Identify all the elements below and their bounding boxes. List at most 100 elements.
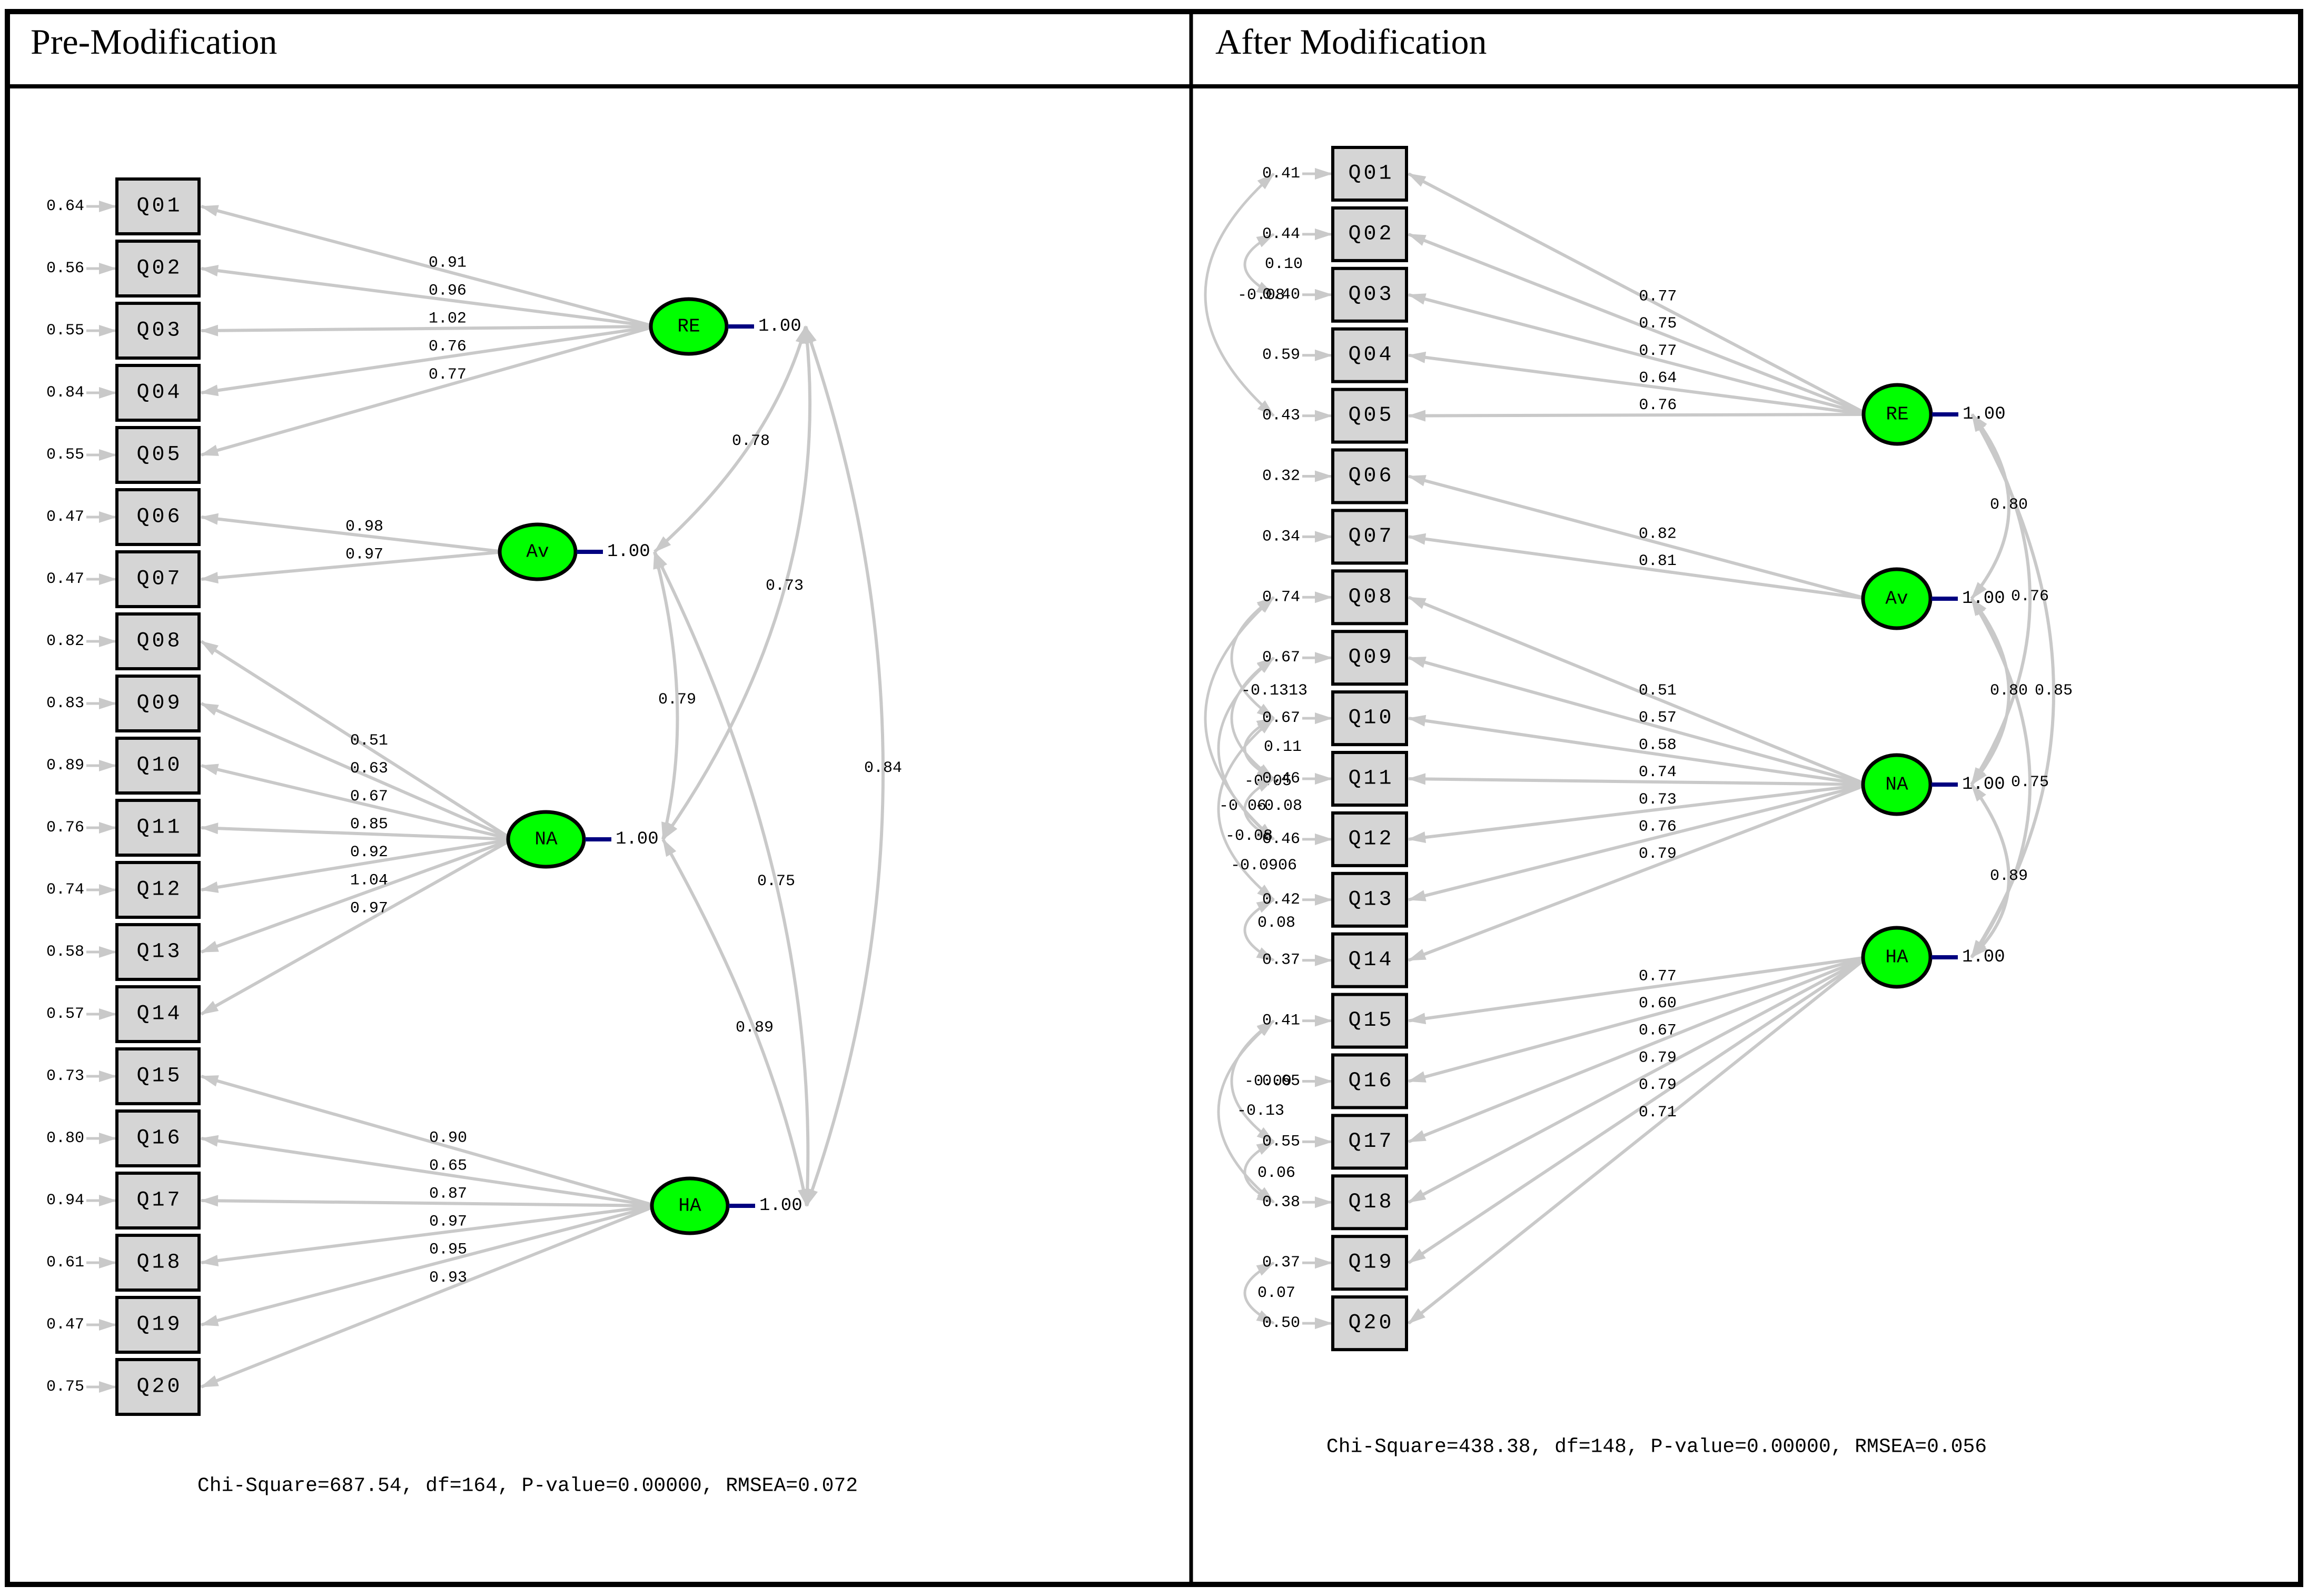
error-value-Q02: 0.44	[1262, 225, 1300, 243]
error-value-Q01: 0.41	[1262, 165, 1300, 183]
indicator-label-Q09: Q09	[136, 692, 182, 716]
indicator-label-Q17: Q17	[1348, 1130, 1394, 1154]
loading-path-NA-Q11	[1408, 773, 1868, 786]
indicator-label-Q16: Q16	[1348, 1069, 1394, 1093]
loading-path-RE-Q04	[1408, 351, 1868, 416]
error-value-Q05: 0.43	[1262, 407, 1300, 425]
indicator-label-Q04: Q04	[136, 381, 182, 405]
indicator-box-Q04	[1331, 327, 1408, 383]
indicator-box-Q06	[115, 488, 201, 546]
error-value-Q13: 0.42	[1262, 891, 1300, 909]
indicator-label-Q14: Q14	[136, 1003, 182, 1026]
indicator-box-Q14	[1331, 932, 1408, 988]
loading-value-NA-Q12: 0.73	[1639, 791, 1677, 809]
loading-path-HA-Q15	[200, 1075, 657, 1207]
indicator-box-Q08	[1331, 569, 1408, 626]
loading-value-NA-Q12: 0.92	[350, 844, 388, 861]
indicator-box-Q07	[1331, 509, 1408, 565]
indicator-box-Q08	[115, 612, 201, 670]
loading-value-NA-Q08: 0.51	[1639, 682, 1677, 700]
error-value-Q19: 0.47	[46, 1316, 84, 1334]
error-cov-path-Q10-Q13	[1217, 717, 1275, 901]
latent-label-NA: NA	[534, 829, 558, 850]
corr-path-RE-Av	[1970, 413, 2010, 600]
loading-path-NA-Q12	[1408, 783, 1868, 844]
loading-value-Av-Q06: 0.98	[345, 518, 383, 536]
loading-value-NA-Q09: 0.63	[350, 760, 388, 778]
loading-value-HA-Q18: 0.97	[429, 1213, 467, 1231]
indicator-label-Q05: Q05	[1348, 404, 1394, 428]
indicator-label-Q01: Q01	[136, 195, 182, 219]
loading-path-Av-Q07	[1408, 533, 1868, 600]
error-value-Q05: 0.55	[46, 446, 84, 464]
latent-label-RE: RE	[677, 316, 700, 338]
loading-value-NA-Q10: 0.67	[350, 788, 388, 806]
indicator-box-Q20	[1331, 1295, 1408, 1352]
loading-path-RE-Q01	[200, 205, 656, 328]
loading-value-RE-Q03: 0.77	[1639, 342, 1677, 360]
error-value-Q12: 0.74	[46, 881, 84, 899]
loading-path-NA-Q13	[1408, 783, 1868, 901]
indicator-label-Q08: Q08	[1348, 586, 1394, 609]
loading-value-RE-Q05: 0.76	[1639, 396, 1677, 414]
indicator-label-Q11: Q11	[136, 816, 182, 840]
error-value-Q13: 0.58	[46, 943, 84, 961]
variance-value-Av: 1.00	[1962, 589, 2005, 609]
indicator-label-Q10: Q10	[1348, 707, 1394, 730]
variance-value-Av: 1.00	[607, 542, 650, 562]
error-value-Q08: 0.82	[46, 632, 84, 650]
loading-path-RE-Q02	[1408, 233, 1869, 416]
indicator-label-Q11: Q11	[1348, 767, 1394, 791]
loading-path-NA-Q14	[1408, 783, 1868, 962]
latent-ellipse-Av	[1861, 567, 1933, 630]
loading-path-RE-Q05	[1408, 410, 1868, 422]
loading-path-HA-Q17	[1408, 956, 1868, 1144]
indicator-box-Q03	[1331, 266, 1408, 323]
fit-statistics-text: Chi-Square=687.54, df=164, P-value=0.000…	[197, 1475, 858, 1498]
latent-label-RE: RE	[1886, 404, 1908, 425]
corr-path-NA-HA	[1970, 784, 2010, 959]
outer-border	[5, 9, 2303, 1587]
loading-value-HA-Q18: 0.79	[1639, 1049, 1677, 1067]
loading-path-HA-Q20	[1408, 956, 1868, 1325]
variance-value-RE: 1.00	[758, 316, 801, 336]
error-value-Q07: 0.47	[46, 570, 84, 588]
fit-statistics-text: Chi-Square=438.38, df=148, P-value=0.000…	[1326, 1436, 1987, 1459]
loading-value-NA-Q13: 0.76	[1639, 818, 1677, 836]
indicator-label-Q12: Q12	[1348, 827, 1394, 851]
indicator-box-Q02	[1331, 206, 1408, 262]
loading-value-HA-Q19: 0.79	[1639, 1076, 1677, 1094]
latent-ellipse-HA	[650, 1176, 730, 1235]
error-value-Q10: 0.89	[46, 757, 84, 775]
error-value-Q07: 0.34	[1262, 528, 1300, 546]
loading-value-NA-Q09: 0.57	[1639, 709, 1677, 727]
error-cov-path-Q8-Q10	[1230, 596, 1275, 720]
loading-path-NA-Q09	[1408, 656, 1868, 786]
error-cov-path-Q17-Q18	[1243, 1141, 1275, 1204]
error-cov-value-Q8-Q10: -0.1313	[1241, 682, 1307, 700]
indicator-label-Q16: Q16	[136, 1127, 182, 1151]
loading-value-HA-Q15: 0.77	[1639, 967, 1677, 985]
latent-ellipse-NA	[1861, 753, 1933, 816]
panel-title-pre-modification: Pre-Modification	[31, 22, 278, 62]
variance-value-HA: 1.00	[1962, 947, 2005, 967]
error-value-Q03: 0.40	[1262, 286, 1300, 304]
loading-value-NA-Q11: 0.74	[1639, 764, 1677, 781]
loading-path-NA-Q14	[200, 838, 513, 1016]
error-cov-value-Q1-Q5: -0.08	[1237, 286, 1285, 304]
error-value-Q15: 0.41	[1262, 1012, 1300, 1030]
loading-value-HA-Q20: 0.71	[1639, 1104, 1677, 1122]
loading-value-HA-Q16: 0.60	[1639, 995, 1677, 1013]
indicator-box-Q06	[1331, 448, 1408, 504]
error-cov-value-Q19-Q20: 0.07	[1257, 1284, 1295, 1302]
indicator-box-Q07	[115, 550, 201, 608]
error-value-Q11: 0.46	[1262, 770, 1300, 788]
loading-path-NA-Q08	[200, 640, 513, 841]
indicator-box-Q16	[115, 1109, 201, 1167]
indicator-box-Q17	[115, 1172, 201, 1230]
variance-value-NA: 1.00	[1962, 775, 2005, 795]
variance-value-HA: 1.00	[759, 1196, 803, 1216]
indicator-box-Q09	[115, 675, 201, 732]
latent-label-Av: Av	[1885, 588, 1908, 610]
